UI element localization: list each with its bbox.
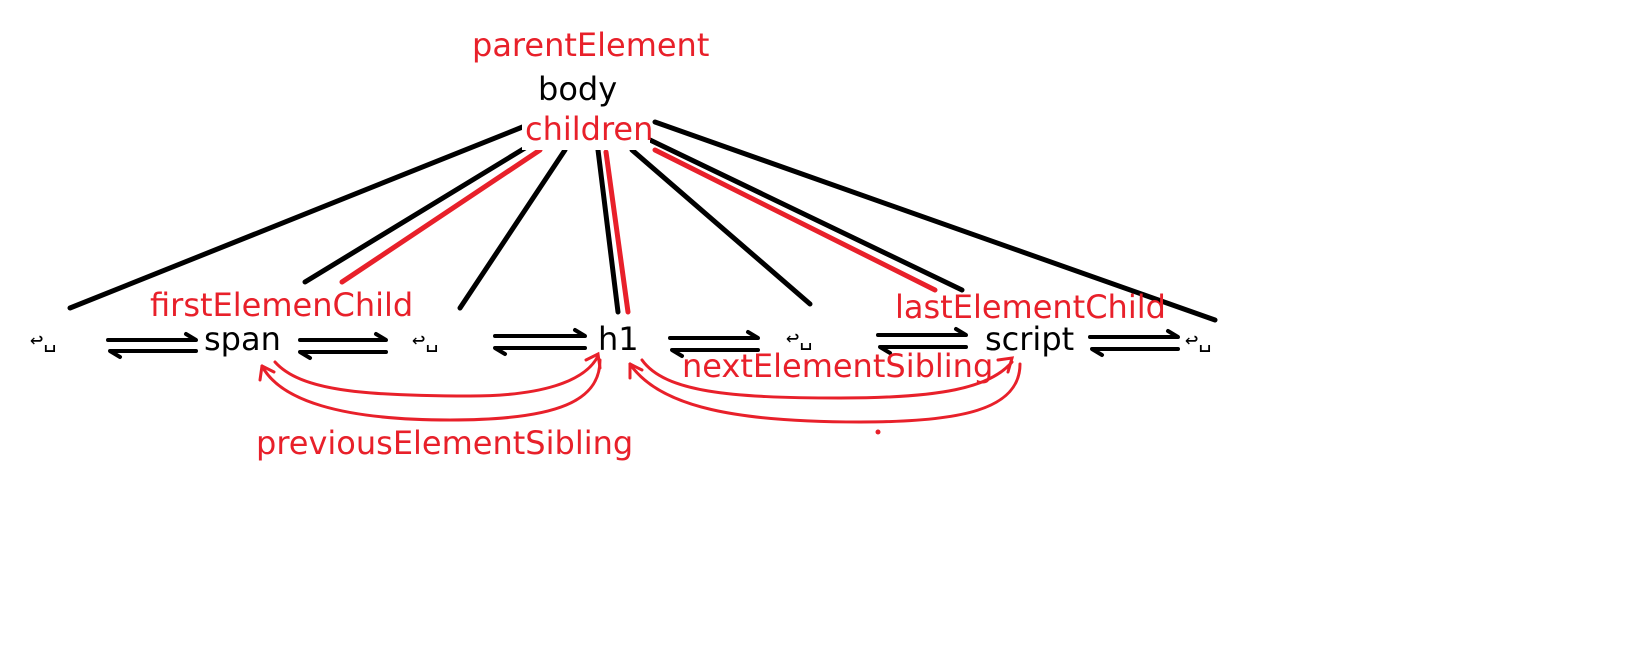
sibling-arrow-span-ws2 [298, 332, 388, 360]
parent-element-label: parentElement [472, 26, 709, 64]
edge-body-ws1 [67, 123, 528, 311]
edge-body-ws2 [457, 147, 568, 311]
whitespace-node-1: ↩␣ [30, 328, 57, 353]
first-element-child-label: firstElemenChild [150, 286, 413, 324]
arc-span-to-h1 [273, 354, 600, 398]
edge-body-h1 [595, 147, 621, 315]
children-edge-script [652, 147, 938, 293]
sibling-arrow-script-ws4 [1088, 329, 1180, 357]
edge-body-ws3 [629, 147, 813, 307]
arc-h1-to-script [640, 358, 1014, 400]
sibling-arrow-ws3-script [876, 327, 968, 355]
children-edge-h1 [603, 149, 631, 315]
arc-h1-to-span-head [258, 364, 276, 382]
sibling-arrow-h1-ws3 [668, 330, 760, 358]
arc-script-to-h1 [628, 362, 1022, 424]
arc-h1-to-script-head [996, 356, 1015, 374]
children-label: children [525, 110, 653, 148]
children-edge-span [339, 147, 543, 285]
sibling-arrow-ws2-h1 [493, 328, 587, 356]
last-element-child-label: lastElementChild [895, 288, 1166, 326]
element-sibling-arrows [258, 351, 1022, 435]
previous-element-sibling-label: previousElementSibling [256, 424, 633, 462]
whitespace-node-3: ↩␣ [786, 326, 813, 351]
sibling-arrow-ws1-span [106, 332, 198, 359]
script-node: script [985, 320, 1074, 358]
sibling-arrows [106, 327, 1180, 360]
edge-body-script [647, 137, 965, 293]
span-node: span [204, 320, 281, 358]
edge-body-ws4 [652, 119, 1218, 323]
stray-dot [875, 429, 881, 435]
edge-body-span [302, 145, 528, 285]
next-element-sibling-label: nextElementSibling [682, 347, 993, 385]
children-label-bg [522, 112, 650, 150]
whitespace-node-2: ↩␣ [412, 328, 439, 353]
children-edges [339, 147, 938, 315]
body-node: body [538, 70, 617, 108]
whitespace-node-4: ↩␣ [1185, 328, 1212, 353]
child-edges [67, 119, 1218, 323]
arc-h1-to-span [260, 358, 602, 422]
h1-node: h1 [598, 320, 639, 358]
arc-script-to-h1-head [628, 362, 644, 380]
